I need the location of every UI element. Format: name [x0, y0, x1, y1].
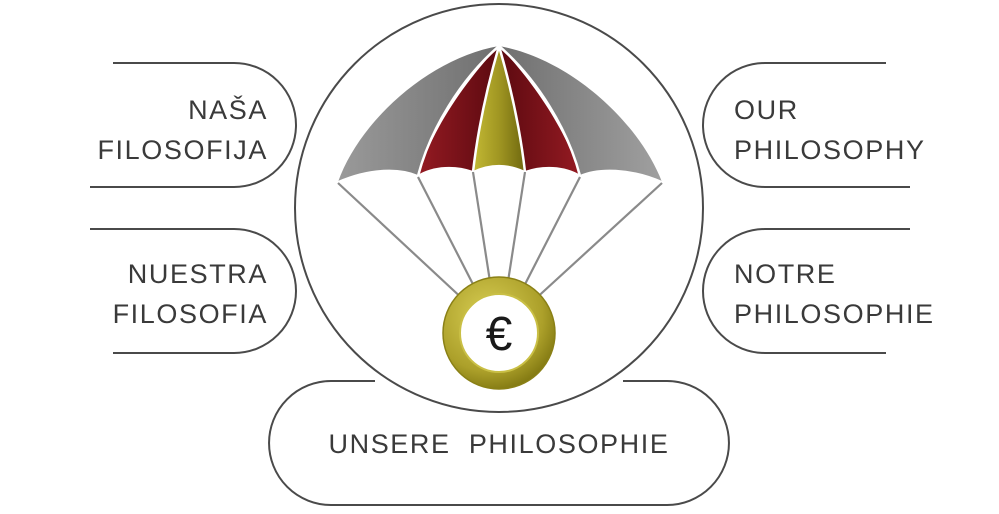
label-line: PHILOSOPHY — [734, 135, 926, 165]
label-nuestra-filosofia: NUESTRA FILOSOFIA — [90, 254, 268, 334]
pill-mid-left — [90, 228, 297, 354]
label-line: NUESTRA — [127, 259, 268, 289]
label-line: FILOSOFIJA — [97, 135, 268, 165]
label-notre-philosophie: NOTRE PHILOSOPHIE — [734, 254, 935, 334]
parachute-icon — [337, 45, 663, 303]
label-line: PHILOSOPHIE — [734, 299, 935, 329]
pill-top-right — [702, 62, 910, 188]
euro-symbol: € — [486, 308, 513, 361]
label-line: FILOSOFIA — [112, 299, 268, 329]
label-line: NOTRE — [734, 259, 837, 289]
label-line: OUR — [734, 95, 799, 125]
label-unsere-philosophie: UNSERE PHILOSOPHIE — [270, 424, 728, 464]
label-our-philosophy: OUR PHILOSOPHY — [734, 90, 926, 170]
label-line: UNSERE PHILOSOPHIE — [328, 429, 670, 459]
euro-coin-icon: € — [442, 276, 556, 390]
label-line: NAŠA — [188, 95, 268, 125]
pill-mid-right — [702, 228, 910, 354]
label-nasa-filosofija: NAŠA FILOSOFIJA — [90, 90, 268, 170]
pill-bottom — [268, 380, 730, 506]
pill-top-left — [90, 62, 297, 188]
